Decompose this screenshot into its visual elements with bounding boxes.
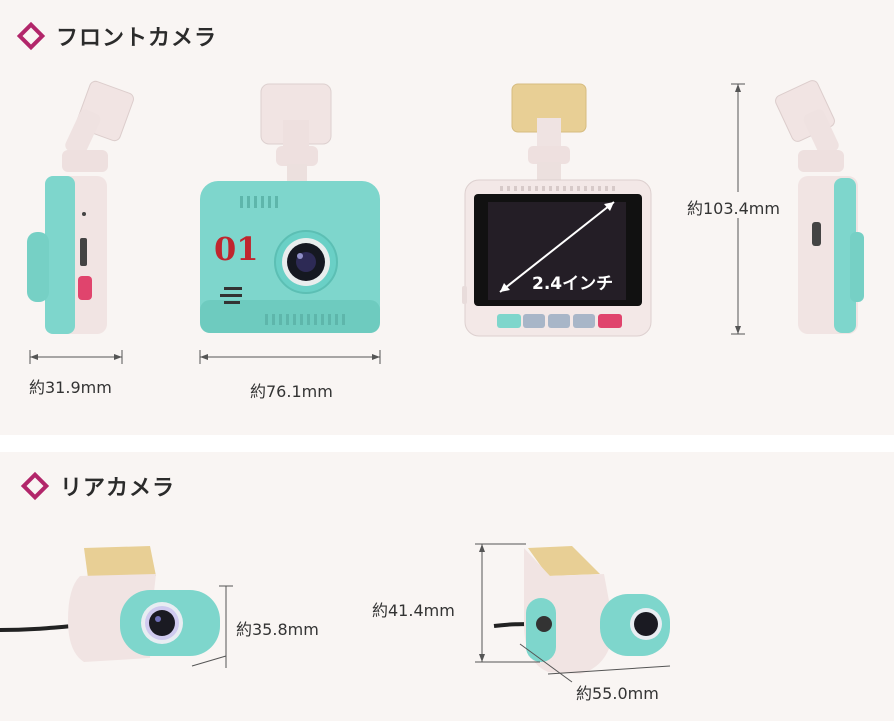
rear-length-label: 約55.0mm xyxy=(576,684,659,703)
front-depth-label: 約31.9mm xyxy=(29,378,112,397)
front-camera-illustrations: 01 xyxy=(27,80,864,364)
front-camera-front-view: 01 xyxy=(200,83,380,333)
diamond-icon xyxy=(16,21,46,51)
rear-camera-heading: リアカメラ xyxy=(20,470,175,502)
front-camera-right-side-view xyxy=(775,80,864,334)
rear-camera-illustrations xyxy=(0,543,671,683)
rear-height-label: 約41.4mm xyxy=(372,601,455,620)
rear-camera-side-view xyxy=(0,546,220,662)
front-camera-side-view xyxy=(27,80,134,334)
front-width-label: 約76.1mm xyxy=(250,382,333,401)
logo-text: 01 xyxy=(214,230,259,268)
dimension-lines-rear xyxy=(191,543,671,683)
front-camera-title: フロントカメラ xyxy=(56,26,218,51)
rear-camera-panel: リアカメラ xyxy=(0,452,894,721)
rear-camera-angled-view xyxy=(493,546,670,674)
screen-size-label: 2.4インチ xyxy=(532,274,613,294)
front-camera-heading: フロントカメラ xyxy=(16,20,217,52)
front-camera-panel: フロントカメラ xyxy=(0,0,894,435)
diamond-icon xyxy=(20,471,50,501)
front-camera-screen-view: 2.4インチ xyxy=(462,83,652,337)
front-height-label: 約103.4mm xyxy=(687,199,780,218)
rear-diameter-label: 約35.8mm xyxy=(236,620,319,639)
rear-camera-title: リアカメラ xyxy=(60,476,176,501)
